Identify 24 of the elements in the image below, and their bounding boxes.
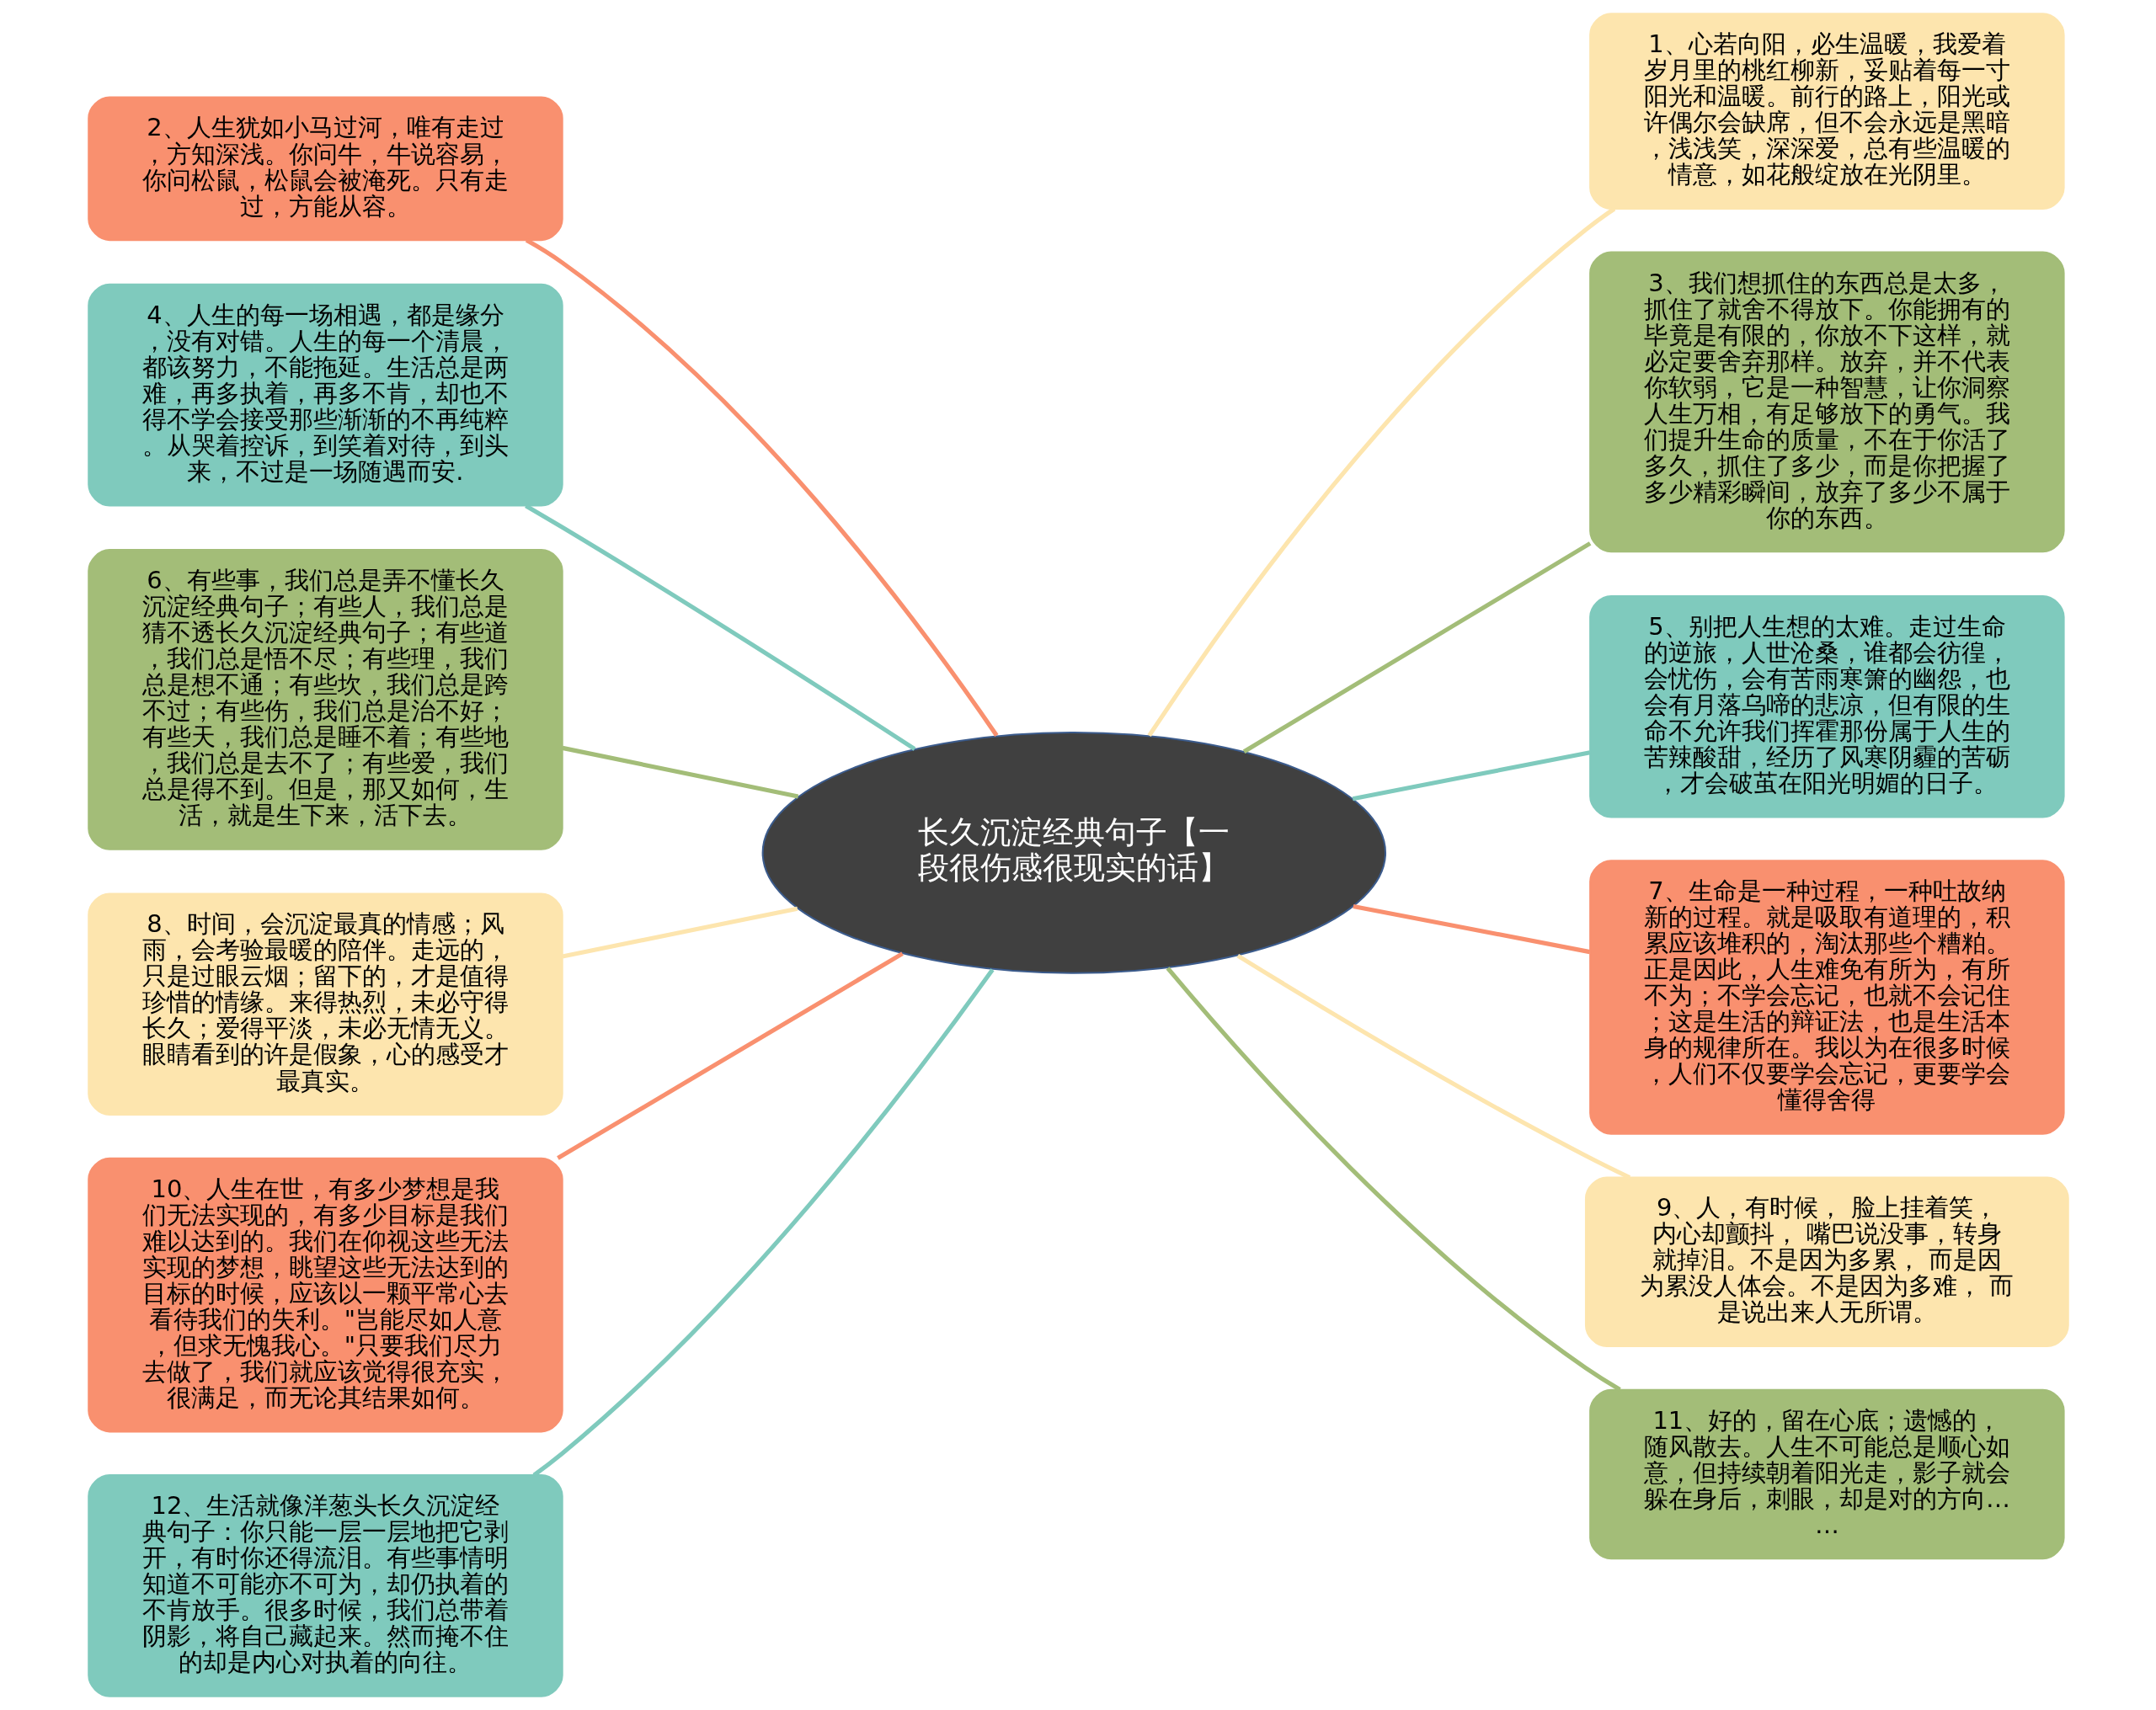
connector: [524, 503, 915, 751]
connector: [561, 745, 798, 799]
node-box: 12、生活就像洋葱头长久沉淀经典句子：你只能一层一层地把它剥开，有时你还得流泪。有些事情明知道不可能亦不可为，却仍执着的不肯放手。很多时候，我们总带着阴影，将自己藏起来。然而掩不住的却是内心对执着的向往。: [87, 1474, 563, 1697]
node-box: 11、好的，留在心底；遗憾的，随风散去。人生不可能总是顺心如意，但持续朝着阳光走，影子就会躲在身后，刺眼，却是对的方向……: [1588, 1388, 2065, 1560]
node-box: 10、人生在世，有多少梦想是我们无法实现的，有多少目标是我们难以达到的。我们在仰视这些无法实现的梦想，眺望这些无法达到的目标的时候，应该以一颗平常心去看待我们的失利。"岂能尽如人意，但求无愧我心。"只要我们尽力去做了，我们就应该觉得很充实，很满足，而无论其结果如何。: [87, 1157, 563, 1433]
node-ellipse: 长久沉淀经典句子【一段很伤感很现实的话】: [761, 732, 1386, 974]
connector: [1242, 541, 1591, 754]
connector: [525, 238, 998, 737]
connector: [561, 906, 798, 959]
node-box: 3、我们想抓住的东西总是太多，抓住了就舍不得放下。你能拥有的毕竟是有限的，你放不下这样，就必定要舍弃那样。放弃，并不代表你软弱，它是一种智慧，让你洞察人生万相，有足够放下的勇气。我们提升生命的质量，不在于你活了多久，抓住了多少，而是你把握了多少精彩瞬间，放弃了多少不属于你的东西。: [1588, 251, 2065, 553]
node-box: 6、有些事，我们总是弄不懂长久沉淀经典句子；有些人，我们总是猜不透长久沉淀经典句子；有些道，我们总是悟不尽；有些理，我们总是想不通；有些坎，我们总是跨不过；有些伤，我们总是治不好；有些天，我们总是睡不着；有些地，我们总是去不了；有些爱，我们总是得不到。但是，那又如何，生活，就是生下来，活下去。: [87, 549, 563, 850]
node-box: 2、人生犹如小马过河，唯有走过，方知深浅。你问牛，牛说容易，你问松鼠，松鼠会被淹死。只有走过，方能从容。: [87, 96, 563, 242]
node-box: 7、生命是一种过程，一种吐故纳新的过程。就是吸取有道理的，积累应该堆积的，淘汰那些个糟粕。正是因此，人生难免有所为，有所不为；不学会忘记，也就不会记住；这是生活的辩证法，也是生活本身的规律所在。我以为在很多时候，人们不仅要学会忘记，更要学会懂得舍得: [1588, 860, 2065, 1135]
connector: [1352, 903, 1590, 955]
connector: [1235, 953, 1630, 1180]
connector: [556, 951, 904, 1160]
connector: [1352, 750, 1590, 802]
connector: [1146, 206, 1615, 738]
node-box: 4、人生的每一场相遇，都是缘分，没有对错。人生的每一个清晨，都该努力，不能拖延。生活总是两难，再多执着，再多不肯，却也不得不学会接受那些渐渐的不再纯粹。从哭着控诉，到笑着对待，到头来，不过是一场随遇而安.: [87, 283, 563, 507]
node-box: 8、时间，会沉淀最真的情感；风雨，会考验最暖的陪伴。走远的，只是过眼云烟；留下的，才是值得珍惜的情缘。来得热烈，未必守得长久；爱得平淡，未必无情无义。眼睛看到的许是假象，心的感受才最真实。: [87, 892, 563, 1116]
node-box: 5、别把人生想的太难。走过生命的逆旅，人世沧桑，谁都会彷徨，会忧伤，会有苦雨寒箫的幽怨，也会有月落乌啼的悲凉，但有限的生命不允许我们挥霍那份属于人生的苦辣酸甜，经历了风寒阴霾的苦砺，才会破茧在阳光明媚的日子。: [1588, 594, 2065, 818]
node-box: 9、人，有时候， 脸上挂着笑，内心却颤抖， 嘴巴说没事，转身就掉泪。不是因为多累， 而是因为累没人体会。不是因为多难， 而是说出来人无所谓。: [1584, 1176, 2069, 1348]
connector: [1166, 967, 1621, 1392]
node-box: 1、心若向阳，必生温暖，我爱着岁月里的桃红柳新，妥贴着每一寸阳光和温暖。前行的路上，阳光或许偶尔会缺席，但不会永远是黑暗，浅浅笑，深深爱，总有些温暖的情意，如花般绽放在光阴里。: [1588, 13, 2065, 210]
